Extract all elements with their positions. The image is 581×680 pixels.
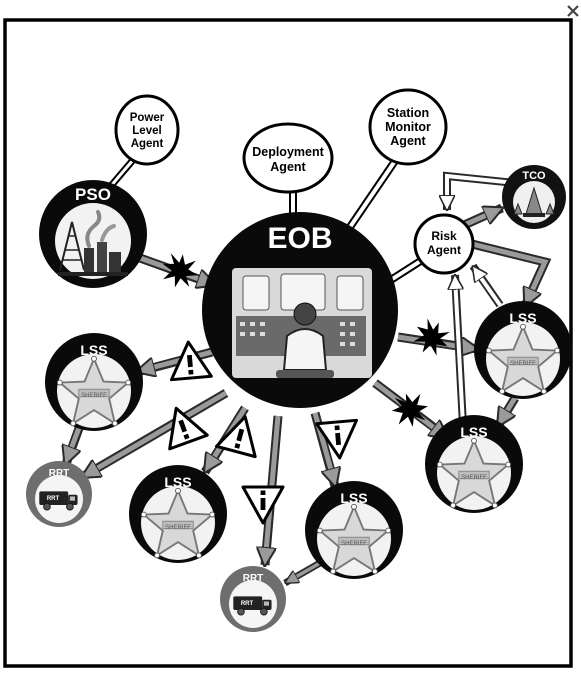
lss-bottom-left-label: LSS [164, 474, 191, 490]
warning-triangle-icon [241, 485, 285, 525]
arrow-eob-lss-left [137, 347, 214, 372]
arrow-risk-tco [460, 203, 502, 231]
lss-bottom-right-badge: SHERIFF [341, 541, 367, 547]
risk-agent-line-1: Risk [431, 229, 457, 243]
rrt-left-label: RRT [49, 468, 70, 479]
rrt-left-truck-text: RRT [47, 496, 60, 502]
eob-label: EOB [267, 222, 332, 255]
lss-node-left[interactable]: LSS SHERIFF [45, 333, 143, 431]
power-plant-icon [58, 210, 128, 276]
lss-bottom-left-badge: SHERIFF [165, 525, 191, 531]
deployment-agent-line-1: Deployment [252, 145, 324, 159]
power-agent-line-1: Power [130, 112, 165, 124]
deployment-agent[interactable]: Deployment Agent [242, 122, 334, 194]
arrow-lss-upper-lss-lower [494, 395, 519, 426]
pso-node[interactable]: PSO [39, 180, 147, 288]
close-icon[interactable] [567, 5, 579, 17]
station-monitor-agent[interactable]: Station Monitor Agent [368, 88, 448, 166]
lss-bottom-right-label: LSS [340, 490, 367, 506]
arrow-lss-rrt-bottom [285, 559, 322, 587]
lss-right-upper-label: LSS [509, 310, 536, 326]
power-agent-line-2: Level [132, 125, 161, 137]
operator-icon [236, 273, 366, 378]
lss-left-label: LSS [80, 342, 107, 358]
deployment-agent-line-2: Agent [270, 160, 306, 174]
rrt-node-left[interactable]: RRT RRT [26, 461, 92, 527]
lss-right-upper-badge: SHERIFF [510, 361, 536, 367]
pso-label: PSO [75, 185, 111, 204]
station-agent-line-3: Agent [390, 134, 426, 148]
power-agent-line-3: Agent [131, 138, 164, 150]
traffic-cone-icon [513, 186, 555, 217]
tco-label: TCO [522, 170, 546, 182]
arrow-tco-risk-feedback [447, 171, 516, 210]
lss-node-right-upper[interactable]: LSS SHERIFF [474, 301, 572, 399]
rrt-node-bottom[interactable]: RRT RRT [220, 566, 286, 632]
station-agent-line-1: Station [387, 106, 429, 120]
risk-agent[interactable]: Risk Agent [413, 213, 475, 275]
lss-node-bottom-left[interactable]: LSS SHERIFF [129, 465, 227, 563]
arrow-eob-rrt-left [82, 389, 229, 481]
lss-right-lower-label: LSS [460, 424, 487, 440]
arrow-lss-right-upper-risk-feedback [469, 263, 504, 308]
tco-node[interactable]: TCO [502, 165, 566, 229]
lss-node-right-lower[interactable]: LSS SHERIFF [425, 415, 523, 513]
arrow-risk-lss-right-upper [470, 239, 552, 306]
risk-agent-line-2: Agent [427, 243, 461, 257]
rrt-bottom-truck-text: RRT [241, 601, 254, 607]
rrt-bottom-label: RRT [243, 573, 264, 584]
lss-right-lower-badge: SHERIFF [461, 475, 487, 481]
lss-left-badge: SHERIFF [81, 393, 107, 399]
station-agent-line-2: Monitor [385, 120, 431, 134]
power-level-agent[interactable]: Power Level Agent [114, 94, 180, 166]
arrow-lss-right-lower-risk-feedback [455, 275, 467, 426]
eob-node[interactable]: EOB [202, 212, 398, 408]
lss-node-bottom-right[interactable]: LSS SHERIFF [305, 481, 403, 579]
